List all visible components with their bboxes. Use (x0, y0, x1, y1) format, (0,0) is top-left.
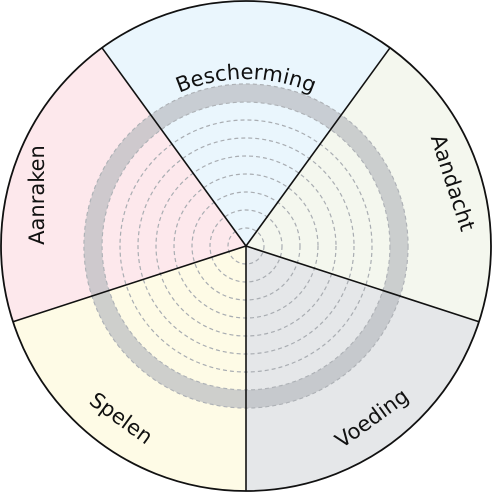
segment-aanraken[interactable] (0, 47, 246, 322)
label-aanraken: Aanraken (25, 145, 49, 245)
segment-speelen[interactable] (12, 246, 246, 491)
segment-bescherming[interactable] (101, 0, 391, 246)
segment-divider (245, 245, 480, 323)
segment-divider (101, 47, 247, 247)
segment-divider (12, 245, 247, 323)
segment-aandacht[interactable] (246, 47, 492, 322)
segment-dividers (12, 47, 480, 491)
segment-divider (245, 47, 391, 247)
segment-voeding[interactable] (246, 246, 480, 491)
